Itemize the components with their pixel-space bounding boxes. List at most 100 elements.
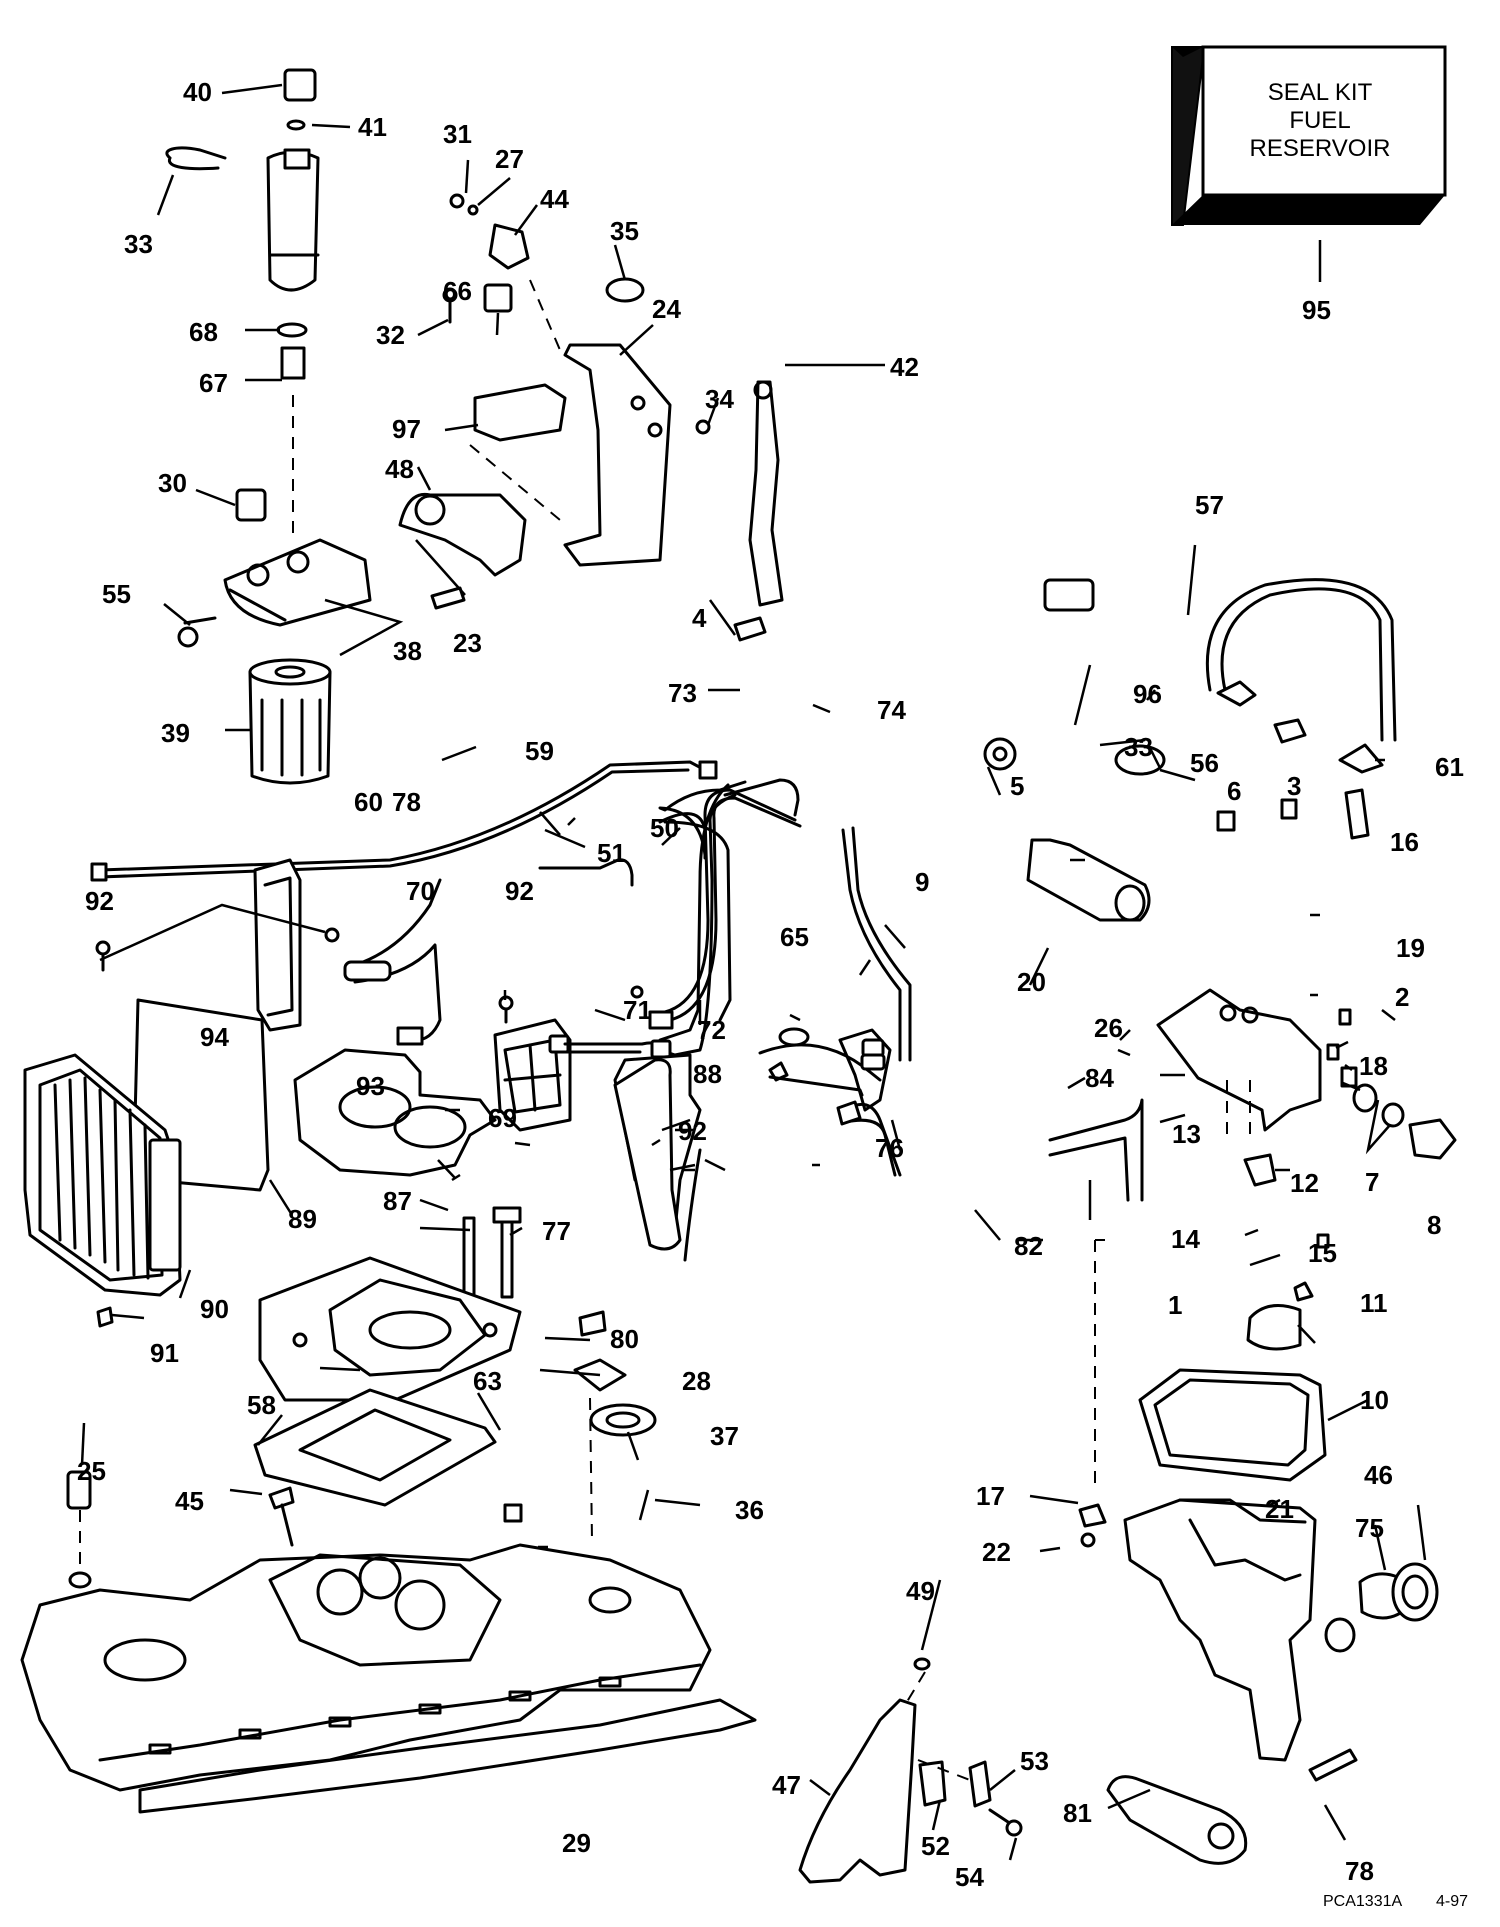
seal-kit-line3: RESERVOIR [1250,135,1391,162]
callout-84: 84 [1085,1063,1114,1093]
callout-8: 8 [1427,1210,1441,1240]
callout-55: 55 [102,579,131,609]
callout-38: 38 [393,636,422,666]
callout-25: 25 [77,1456,106,1486]
callout-57: 57 [1195,490,1224,520]
callout-95: 95 [1302,295,1331,325]
callout-15: 15 [1308,1238,1337,1268]
callout-9: 9 [915,867,929,897]
callout-5: 5 [1010,771,1024,801]
callout-29: 29 [562,1828,591,1858]
callout-11: 11 [1360,1288,1388,1318]
callout-71: 71 [623,995,652,1025]
callout-7: 7 [1365,1167,1379,1197]
callout-63: 63 [473,1366,502,1396]
callout-61: 61 [1435,752,1464,782]
callout-32: 32 [376,320,405,350]
callout-96: 96 [1133,679,1162,709]
callout-2: 2 [1395,982,1409,1012]
callout-26: 26 [1094,1013,1123,1043]
callout-48: 48 [385,454,414,484]
callout-21: 21 [1265,1494,1294,1524]
callout-47: 47 [772,1770,801,1800]
seal-kit-line2: FUEL [1289,107,1350,134]
linkage-bracket-group [798,1657,1023,1884]
callout-50: 50 [650,813,679,843]
bracket-relay-group [398,193,784,642]
callout-52: 52 [921,1831,950,1861]
callout-91: 91 [150,1338,179,1368]
callout-65: 65 [780,922,809,952]
callout-94: 94 [200,1022,229,1052]
callout-28: 28 [682,1366,711,1396]
callout-77: 77 [542,1216,571,1246]
callout-68: 68 [189,317,218,347]
fuel-pump-group [165,68,372,785]
callout-39: 39 [161,718,190,748]
callout-59: 59 [525,736,554,766]
callout-49: 49 [906,1576,935,1606]
callout-34: 34 [705,384,734,414]
callout-41: 41 [358,112,387,142]
callout-80: 80 [610,1324,639,1354]
callout-67: 67 [199,368,228,398]
callout-92-left: 92 [85,886,114,916]
callout-73: 73 [668,678,697,708]
leader-lines [80,83,1427,1861]
callout-12: 12 [1290,1168,1319,1198]
callout-17: 17 [976,1481,1005,1511]
drawing-code: PCA1331A [1323,1893,1402,1910]
callout-19: 19 [1396,933,1425,963]
callout-36: 36 [735,1495,764,1525]
callout-51: 51 [597,838,626,868]
callout-75: 75 [1355,1513,1384,1543]
intake-manifold-group [20,1206,757,1814]
callout-labels: 40 41 33 68 67 30 55 38 39 48 23 31 27 4… [77,77,1464,1892]
callout-89: 89 [288,1204,317,1234]
callout-14: 14 [1171,1224,1200,1254]
callout-60: 60 [354,787,383,817]
callout-92-mid: 92 [505,876,534,906]
callout-22: 22 [982,1537,1011,1567]
callout-24: 24 [652,294,681,324]
callout-58: 58 [247,1390,276,1420]
callout-23: 23 [453,628,482,658]
callout-78-bottom: 78 [1345,1856,1374,1886]
callout-16: 16 [1390,827,1419,857]
callout-33-right: 33 [1124,732,1153,762]
callout-72: 72 [697,1015,726,1045]
callout-76: 76 [875,1133,904,1163]
seal-kit-box: SEAL KIT FUEL RESERVOIR [1171,45,1447,226]
callout-40: 40 [183,77,212,107]
callout-42: 42 [890,352,919,382]
callout-45: 45 [175,1486,204,1516]
callout-87: 87 [383,1186,412,1216]
callout-81: 81 [1063,1798,1092,1828]
callout-66: 66 [443,276,472,306]
callout-54: 54 [955,1862,984,1892]
callout-93: 93 [356,1071,385,1101]
callout-92-right: 92 [678,1116,707,1146]
callout-18: 18 [1359,1051,1388,1081]
callout-53: 53 [1020,1746,1049,1776]
callout-31: 31 [443,119,472,149]
callout-1: 1 [1168,1290,1182,1320]
callout-10: 10 [1360,1385,1389,1415]
callout-3: 3 [1287,771,1301,801]
callout-78-top: 78 [392,787,421,817]
drawing-date: 4-97 [1436,1893,1468,1910]
callout-56: 56 [1190,748,1219,778]
fuel-reservoir-group [983,680,1457,1865]
callout-90: 90 [200,1294,229,1324]
callout-97: 97 [392,414,421,444]
seal-kit-line1: SEAL KIT [1268,79,1373,106]
callout-82: 82 [1014,1231,1043,1261]
callout-30: 30 [158,468,187,498]
callout-46: 46 [1364,1460,1393,1490]
callout-37: 37 [710,1421,739,1451]
callout-74: 74 [877,695,906,725]
callout-44: 44 [540,184,569,214]
callout-33-top: 33 [124,229,153,259]
callout-20: 20 [1017,967,1046,997]
